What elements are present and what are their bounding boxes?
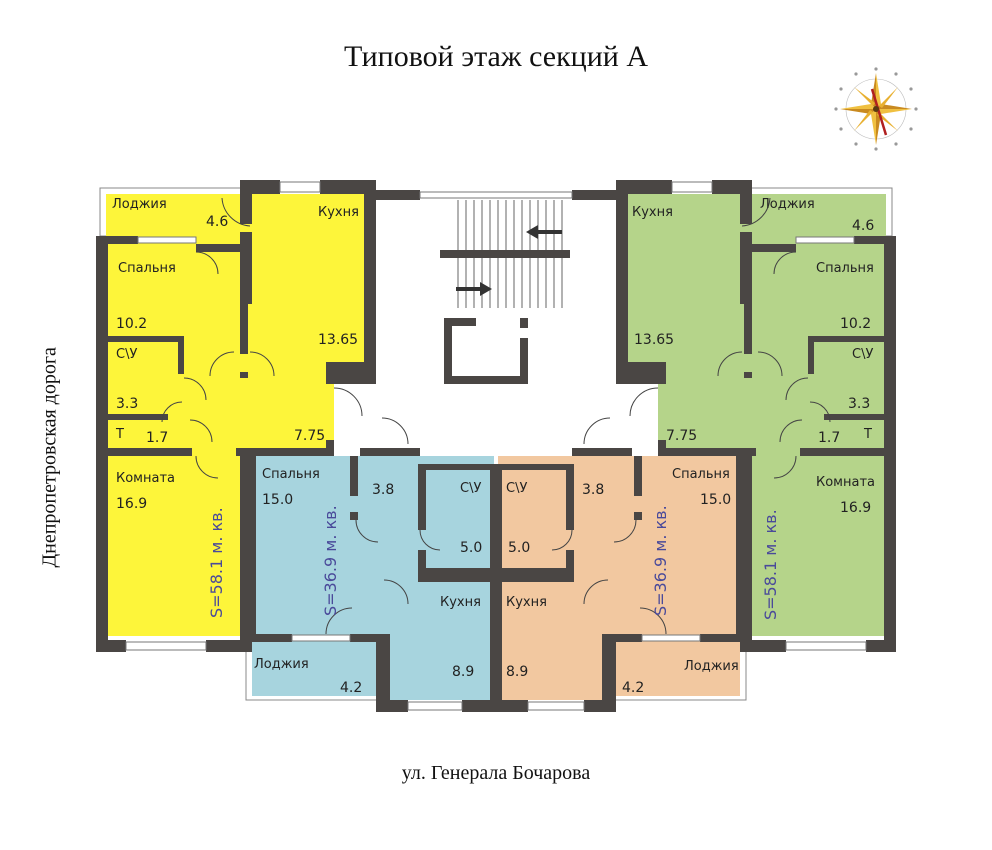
bedroom-label: Спальня bbox=[118, 261, 176, 276]
apartment-right-large bbox=[628, 194, 886, 636]
stairwell bbox=[372, 196, 620, 456]
bedroom-area: 10.2 bbox=[840, 316, 871, 332]
arrow-left-icon bbox=[526, 225, 562, 239]
bath-label: С\У bbox=[116, 347, 137, 362]
compass-rose-icon bbox=[834, 67, 918, 151]
kitchen-area: 8.9 bbox=[452, 664, 474, 680]
bath-label: С\У bbox=[460, 481, 481, 496]
room-area: 16.9 bbox=[116, 496, 147, 512]
loggia-label: Лоджия bbox=[254, 657, 309, 672]
hall-area: 3.8 bbox=[582, 482, 604, 498]
apartment-left-small bbox=[252, 456, 494, 700]
kitchen-label: Кухня bbox=[506, 595, 547, 610]
windows bbox=[125, 181, 867, 711]
bedroom-label: Спальня bbox=[816, 261, 874, 276]
bedroom-area: 15.0 bbox=[700, 492, 731, 508]
apartment-right-small bbox=[498, 456, 740, 700]
room-area: 16.9 bbox=[840, 500, 871, 516]
labels-right-small: Спальня 15.0 3.8 С\У 5.0 Кухня 8.9 Лоджи… bbox=[506, 467, 739, 696]
kitchen-area: 8.9 bbox=[506, 664, 528, 680]
loggia-label: Лоджия bbox=[760, 197, 815, 212]
hall-area: 7.75 bbox=[294, 428, 325, 444]
kitchen-area: 13.65 bbox=[318, 332, 358, 348]
bath-label: С\У bbox=[852, 347, 873, 362]
toilet-label: Т bbox=[863, 427, 872, 442]
loggia-label: Лоджия bbox=[112, 197, 167, 212]
bath-area: 3.3 bbox=[116, 396, 138, 412]
kitchen-label: Кухня bbox=[632, 205, 673, 220]
loggia-area: 4.2 bbox=[340, 680, 362, 696]
hall-area: 7.75 bbox=[666, 428, 697, 444]
bath-area: 5.0 bbox=[508, 540, 530, 556]
elevator-shaft bbox=[444, 318, 528, 384]
loggia-area: 4.6 bbox=[206, 214, 228, 230]
total-area: S=36.9 м. кв. bbox=[651, 505, 670, 616]
room-label: Комната bbox=[816, 475, 875, 490]
kitchen-area: 13.65 bbox=[634, 332, 674, 348]
bedroom-label: Спальня bbox=[262, 467, 320, 482]
bedroom-area: 10.2 bbox=[116, 316, 147, 332]
bath-area: 3.3 bbox=[848, 396, 870, 412]
bedroom-label: Спальня bbox=[672, 467, 730, 482]
toilet-label: Т bbox=[115, 427, 124, 442]
apartment-left-large bbox=[106, 194, 364, 636]
labels-left-small: Спальня 15.0 3.8 С\У 5.0 Кухня 8.9 Лоджи… bbox=[254, 467, 482, 696]
bath-label: С\У bbox=[506, 481, 527, 496]
toilet-area: 1.7 bbox=[146, 430, 168, 446]
arrow-right-icon bbox=[456, 282, 492, 296]
hall-area: 3.8 bbox=[372, 482, 394, 498]
bedroom-area: 15.0 bbox=[262, 492, 293, 508]
page-title: Типовой этаж секций А bbox=[344, 40, 648, 73]
walls bbox=[96, 180, 896, 712]
labels-left-large: Лоджия 4.6 Кухня 13.65 Спальня 10.2 С\У … bbox=[112, 197, 359, 618]
loggia-label: Лоджия bbox=[684, 659, 739, 674]
total-area: S=58.1 м. кв. bbox=[761, 509, 780, 620]
toilet-area: 1.7 bbox=[818, 430, 840, 446]
room-label: Комната bbox=[116, 471, 175, 486]
street-label-bottom: ул. Генерала Бочарова bbox=[401, 762, 591, 784]
bath-area: 5.0 bbox=[460, 540, 482, 556]
street-label-left: Днепропетровская дорога bbox=[38, 347, 61, 568]
labels-right-large: Лоджия 4.6 Кухня 13.65 Спальня 10.2 С\У … bbox=[632, 197, 875, 620]
kitchen-label: Кухня bbox=[440, 595, 481, 610]
total-area: S=58.1 м. кв. bbox=[207, 507, 226, 618]
kitchen-label: Кухня bbox=[318, 205, 359, 220]
loggia-area: 4.2 bbox=[622, 680, 644, 696]
loggia-area: 4.6 bbox=[852, 218, 874, 234]
total-area: S=36.9 м. кв. bbox=[321, 505, 340, 616]
doors bbox=[161, 197, 831, 635]
